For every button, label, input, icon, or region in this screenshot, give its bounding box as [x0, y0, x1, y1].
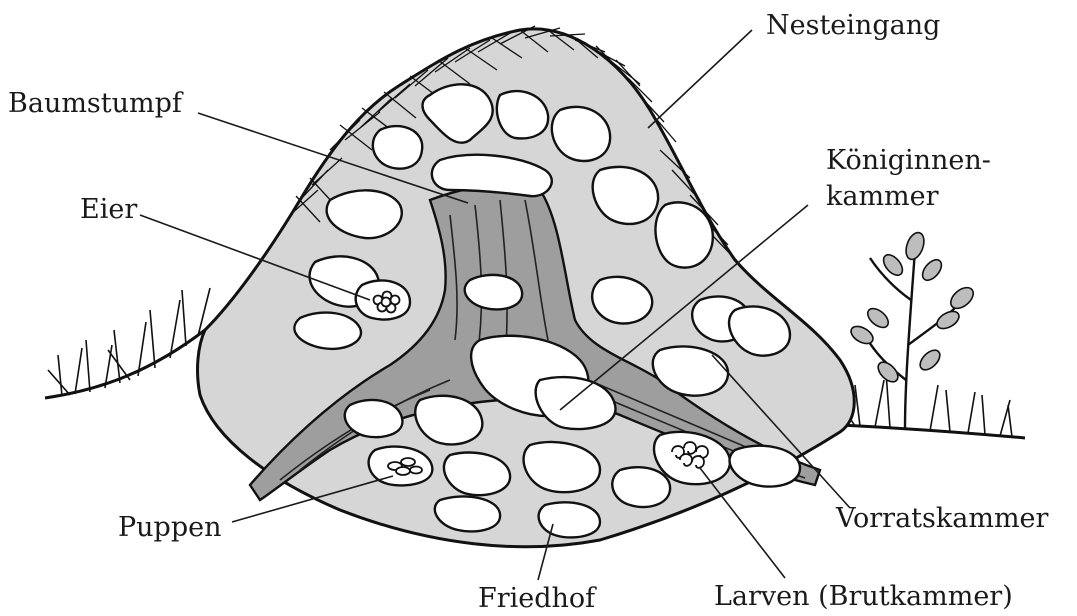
label-tree-stump: Baumstumpf — [8, 88, 184, 119]
label-cemetery: Friedhof — [478, 583, 597, 614]
label-pupae: Puppen — [118, 512, 222, 543]
label-storage-chamber: Vorratskammer — [835, 503, 1049, 534]
eggs-cluster — [374, 292, 400, 313]
grass-left — [48, 288, 210, 396]
label-eggs: Eier — [80, 194, 137, 225]
label-queen-chamber-line2: kammer — [826, 181, 939, 212]
label-queen-chamber-line1: Königinnen- — [826, 145, 991, 176]
plant-sapling — [848, 230, 977, 428]
leader-nest-entrance — [648, 30, 752, 128]
label-larvae: Larven (Brutkammer) — [714, 581, 1013, 612]
label-nest-entrance: Nesteingang — [766, 10, 940, 41]
